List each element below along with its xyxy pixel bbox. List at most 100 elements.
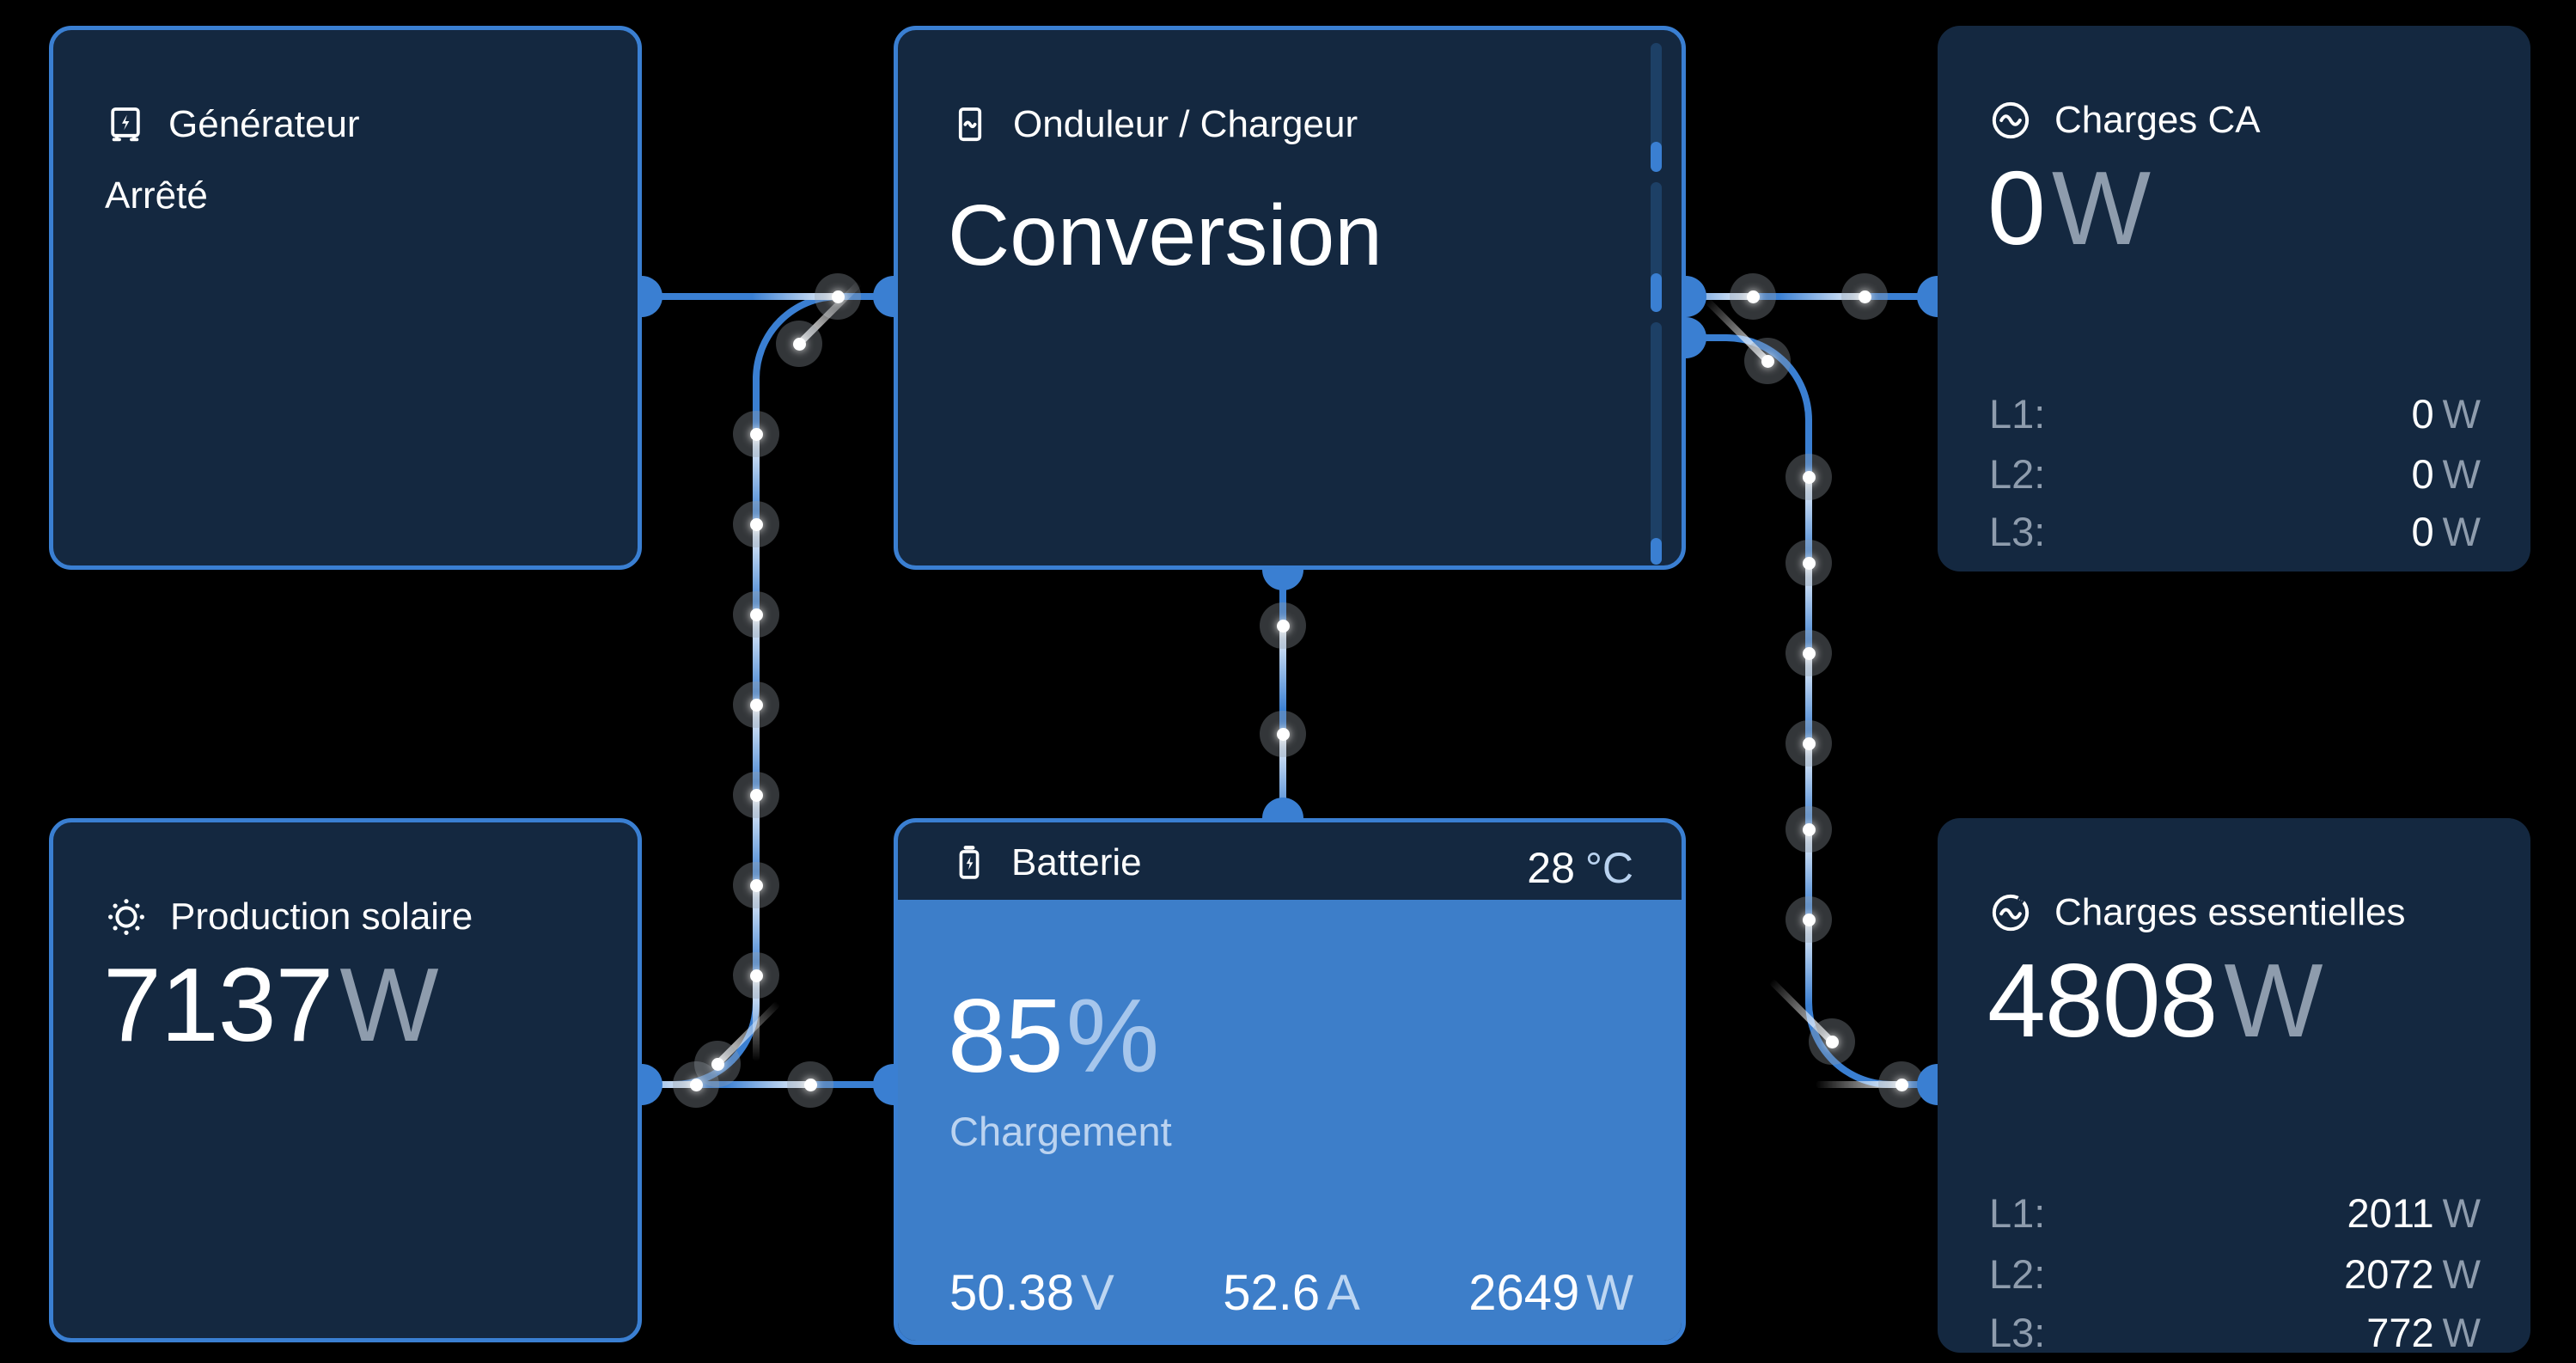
generator-tile[interactable]: Générateur Arrêté — [49, 26, 642, 570]
battery-title-row: Batterie — [949, 841, 1142, 884]
flow-dot — [776, 321, 822, 367]
ac-loads-power: 0W — [1987, 148, 2151, 268]
line-label: L2: — [1989, 1251, 2046, 1297]
flow-trail — [1816, 1081, 1901, 1088]
battery-temperature-value: 28 — [1527, 844, 1575, 892]
inverter-icon — [958, 107, 982, 142]
battery-soc-unit: % — [1065, 977, 1159, 1094]
ac-loads-tile[interactable]: Charges CA 0W L1: 0 W L2: 0 W L3: 0 W — [1938, 26, 2530, 571]
essential-loads-title: Charges essentielles — [2054, 891, 2406, 933]
essential-loads-line1-row: L1: 2011 W — [1989, 1189, 2481, 1237]
flow-dot — [733, 862, 779, 908]
line-label: L1: — [1989, 1190, 2046, 1236]
flow-trail — [752, 293, 838, 300]
generator-title-row: Générateur — [105, 103, 360, 146]
battery-soc-fill — [898, 900, 1682, 1341]
inverter-title: Onduleur / Chargeur — [1013, 103, 1358, 145]
ac-loads-power-unit: W — [2051, 150, 2151, 266]
line-value: 2072 — [2344, 1251, 2434, 1297]
line-unit: W — [2442, 1310, 2481, 1355]
ac-loads-title-row: Charges CA — [1989, 99, 2261, 142]
flow-dot — [733, 772, 779, 818]
ac-loads-line3-row: L3: 0 W — [1989, 508, 2481, 555]
flow-dot — [1785, 630, 1832, 676]
flow-dot — [733, 952, 779, 999]
battery-temperature: 28°C — [1527, 843, 1633, 893]
line-unit: W — [2442, 1190, 2481, 1236]
solar-power: 7137W — [103, 944, 439, 1065]
battery-icon — [959, 846, 980, 879]
flow-trail — [753, 975, 760, 1061]
line-label: L2: — [1989, 451, 2046, 497]
flow-line — [1888, 1081, 1938, 1088]
flow-trail — [1667, 293, 1753, 300]
flow-dot — [815, 273, 861, 320]
ac-loads-title: Charges CA — [2054, 99, 2261, 141]
battery-temperature-unit: °C — [1584, 844, 1633, 892]
flow-trail — [753, 614, 760, 700]
flow-trail — [753, 705, 760, 791]
line-label: L1: — [1989, 391, 2046, 437]
essential-loads-title-row: Charges essentielles — [1989, 891, 2405, 934]
battery-voltage-unit: V — [1081, 1265, 1114, 1321]
flow-trail — [753, 434, 760, 520]
line-value: 772 — [2366, 1310, 2434, 1355]
flow-trail — [1779, 293, 1865, 300]
flow-dot — [733, 591, 779, 638]
flow-dot — [787, 1061, 833, 1108]
essential-loads-line3-row: L3: 772 W — [1989, 1309, 2481, 1356]
line-unit: W — [2442, 1251, 2481, 1297]
battery-power-unit: W — [1586, 1265, 1633, 1321]
line-value: 2011 — [2347, 1190, 2434, 1236]
essential-loads-power: 4808W — [1987, 940, 2323, 1060]
line-label: L3: — [1989, 1310, 2046, 1355]
line-value: 0 — [2411, 509, 2434, 554]
flow-dot — [1744, 338, 1791, 384]
solar-power-value: 7137 — [103, 946, 333, 1063]
flow-dot — [1730, 273, 1776, 320]
flow-dot — [1785, 896, 1832, 943]
flow-dot — [1841, 273, 1888, 320]
flow-dot — [673, 1061, 719, 1108]
line-value: 0 — [2411, 391, 2434, 437]
flow-trail — [1805, 477, 1812, 563]
flow-trail — [1805, 563, 1812, 649]
battery-voltage-value: 50.38 — [949, 1265, 1075, 1321]
ac-loads-line2-row: L2: 0 W — [1989, 450, 2481, 498]
flow-trail — [1805, 920, 1812, 1005]
flow-dot — [1878, 1061, 1925, 1108]
battery-status: Chargement — [949, 1109, 1172, 1154]
ac-loads-icon — [1992, 101, 2030, 139]
flow-trail — [753, 795, 760, 881]
flow-dot — [1785, 806, 1832, 853]
essential-loads-line2-row: L2: 2072 W — [1989, 1250, 2481, 1298]
solar-power-unit: W — [339, 946, 438, 1063]
ac-loads-power-value: 0 — [1987, 150, 2046, 266]
line-unit: W — [2442, 391, 2481, 437]
phase-bar — [1651, 43, 1662, 172]
inverter-charger-tile[interactable]: Onduleur / Chargeur Conversion — [894, 26, 1686, 570]
essential-loads-tile[interactable]: Charges essentielles 4808W L1: 2011 W L2… — [1938, 818, 2530, 1356]
battery-soc-value: 85 — [948, 977, 1064, 1094]
flow-dot — [1260, 711, 1306, 757]
flow-dot — [1785, 454, 1832, 500]
flow-trail — [1805, 743, 1812, 829]
flow-dot — [1785, 540, 1832, 586]
generator-icon — [111, 107, 140, 142]
battery-soc: 85% — [948, 975, 1159, 1096]
line-unit: W — [2442, 451, 2481, 497]
solar-tile[interactable]: Production solaire 7137W — [49, 818, 642, 1342]
battery-current-unit: A — [1327, 1265, 1360, 1321]
line-label: L3: — [1989, 509, 2046, 554]
flow-trail — [1805, 829, 1812, 915]
essential-loads-power-unit: W — [2224, 942, 2323, 1059]
ac-loads-line1-row: L1: 0 W — [1989, 390, 2481, 437]
solar-title-row: Production solaire — [105, 895, 473, 938]
flow-trail — [753, 885, 760, 971]
flow-trail — [1279, 626, 1286, 712]
